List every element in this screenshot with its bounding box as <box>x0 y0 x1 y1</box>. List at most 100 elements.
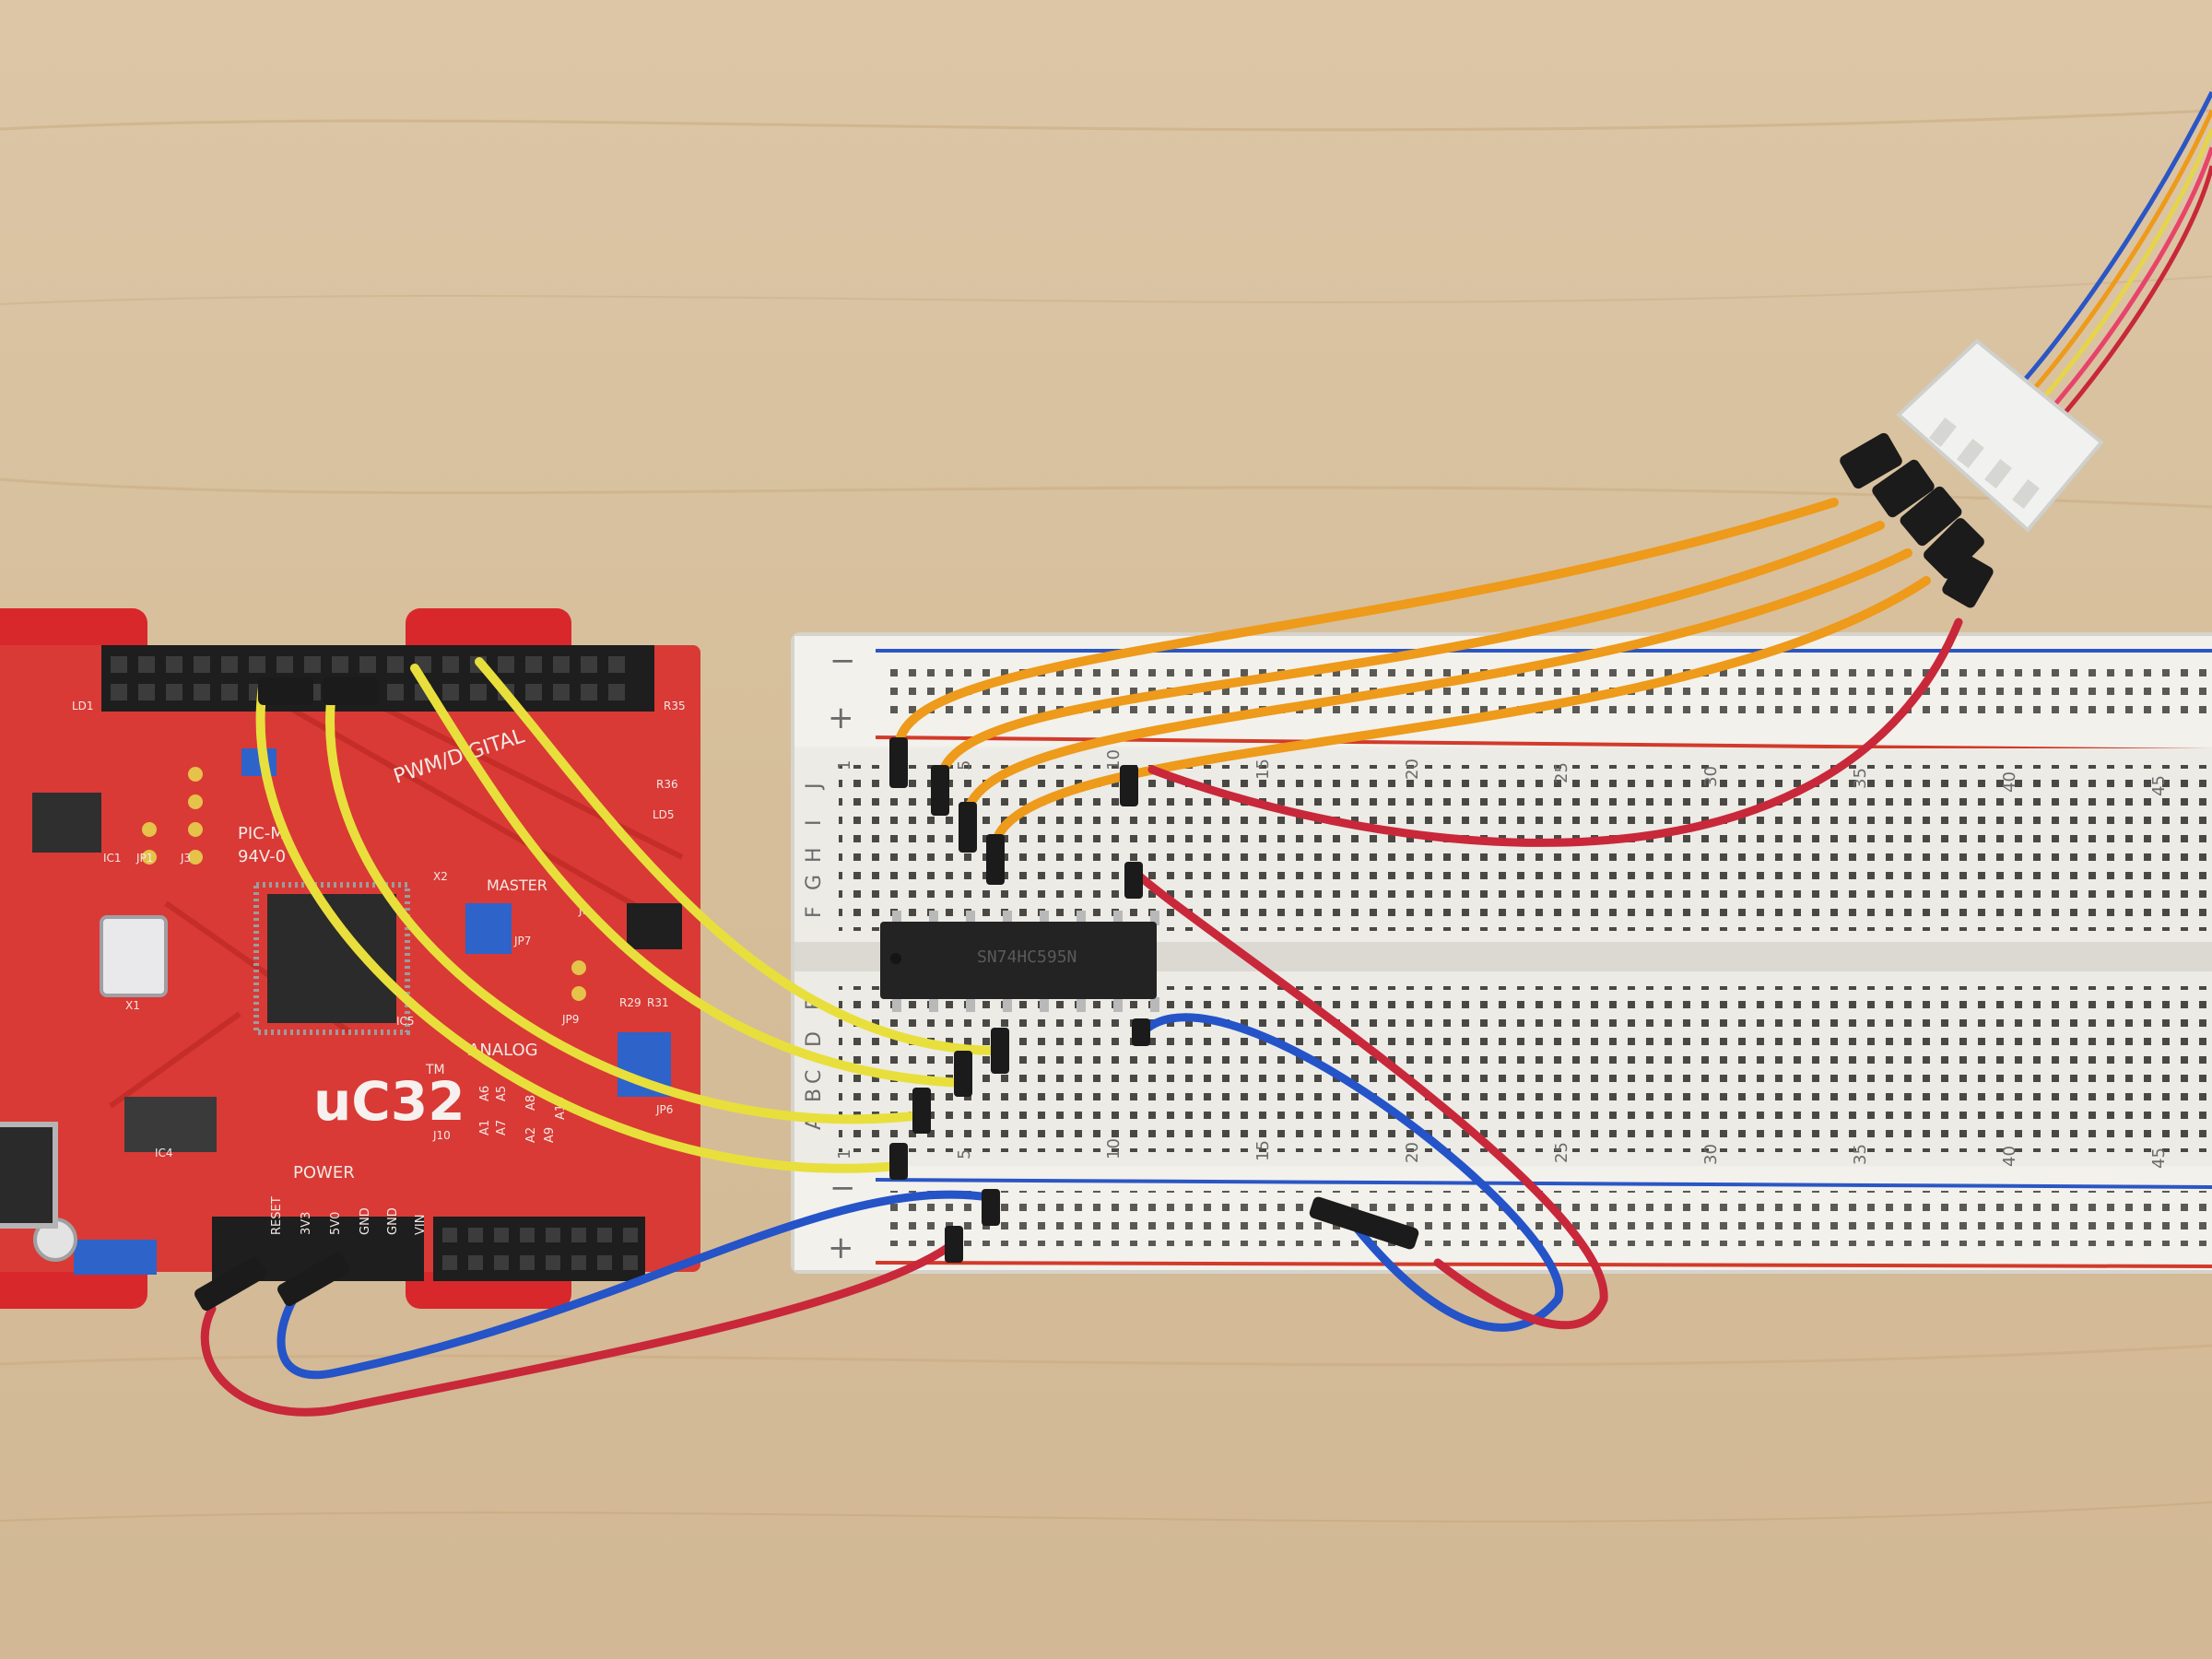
column-number: 20 <box>1403 1142 1422 1163</box>
wire-plug <box>986 834 1005 885</box>
column-number: 45 <box>2149 1147 2169 1169</box>
column-numbers-upper: 1 5 10 15 20 25 30 35 40 45 <box>835 749 2169 796</box>
wire-plug <box>1872 459 1935 518</box>
part-label: LD5 <box>653 808 675 821</box>
wire-plug <box>954 1051 972 1097</box>
column-number: 5 <box>955 760 974 771</box>
wire-plug <box>931 765 949 816</box>
analog-pin-label: A8 <box>524 1095 538 1111</box>
wire-plug <box>1309 1196 1419 1250</box>
part-label: R36 <box>656 778 678 791</box>
column-number: 35 <box>1851 768 1870 789</box>
column-number: 25 <box>1552 762 1571 783</box>
analog-pin-label: A2 <box>524 1127 538 1143</box>
analog-pin-label: A9 <box>543 1127 557 1143</box>
crystal <box>100 915 168 997</box>
wire-plug <box>277 1252 349 1307</box>
power-pin-label: RESET <box>270 1196 284 1235</box>
row-label: I <box>803 820 826 827</box>
bottom-rail-plus: + <box>828 1230 854 1266</box>
top-header <box>101 645 654 712</box>
part-label: JP9 <box>561 1013 579 1026</box>
regulator <box>124 1097 217 1152</box>
column-number: 15 <box>1253 759 1273 780</box>
column-number: 10 <box>1104 749 1124 771</box>
part-label: X1 <box>125 999 140 1012</box>
column-number: 35 <box>1851 1144 1870 1165</box>
power-pin-labels: RESET 3V3 5V0 GND GND VIN <box>270 1196 428 1235</box>
chip-marking: SN74HC595N <box>977 947 1077 967</box>
column-number: 30 <box>1701 766 1721 787</box>
analog-pin-label: A7 <box>495 1120 509 1135</box>
analog-pin-label: A1 <box>478 1120 492 1135</box>
column-number: 25 <box>1552 1142 1571 1163</box>
part-label: JP6 <box>655 1103 673 1116</box>
power-pin-label: GND <box>386 1207 400 1235</box>
wire-plug <box>1124 862 1143 899</box>
row-label: B <box>803 1088 826 1102</box>
power-pin-label: VIN <box>414 1215 428 1235</box>
part-label: JP1 <box>135 852 153 865</box>
orange-wires <box>894 498 1931 848</box>
power-pin-label: 3V3 <box>300 1212 313 1235</box>
wire-plug <box>945 1226 963 1263</box>
analog-pin-label: A5 <box>495 1086 509 1101</box>
column-number: 1 <box>835 1149 854 1159</box>
wire-plug <box>1900 486 1962 547</box>
part-label: J10 <box>432 1129 451 1142</box>
column-numbers-lower: 1 5 10 15 20 25 30 35 40 45 <box>835 1138 2169 1169</box>
usb-connector <box>0 1122 58 1229</box>
power-pin-label: 5V0 <box>329 1212 343 1235</box>
column-number: 30 <box>1701 1144 1721 1165</box>
part-label: LD1 <box>72 700 94 712</box>
wire-plug <box>1120 765 1138 806</box>
wire-plug <box>1132 1018 1150 1046</box>
wire-plug <box>194 1256 266 1312</box>
wire-plug <box>959 802 977 853</box>
shift-register-chip: SN74HC595N <box>880 911 1159 1012</box>
row-label: H <box>803 847 826 863</box>
wire-plug <box>1924 518 1984 579</box>
column-number: 10 <box>1104 1138 1124 1159</box>
breadboard: − + − + J I H G F E D C B A 1 <box>791 632 2212 1274</box>
blue-jumper-master <box>465 903 512 954</box>
wire-plug <box>1942 553 1994 608</box>
wire-plug <box>258 677 313 705</box>
label-pic-2: 94V-0 <box>238 847 286 866</box>
column-number: 45 <box>2149 775 2169 796</box>
part-label: R31 <box>647 996 669 1009</box>
uc32-board: uC32 TM PWM/DIGITAL MASTER ANALOG POWER … <box>0 608 700 1309</box>
bottom-rail-minus: − <box>830 1170 856 1206</box>
wire-plug <box>982 1189 1000 1226</box>
wire-plug <box>1840 432 1902 489</box>
part-label: R29 <box>619 996 641 1009</box>
part-label: J3 <box>180 852 191 865</box>
column-number: 15 <box>1253 1140 1273 1161</box>
wire-plug <box>991 1028 1009 1074</box>
wire-plug <box>889 737 908 788</box>
label-master: MASTER <box>487 877 547 894</box>
column-number: 5 <box>955 1149 974 1159</box>
power-pin-label: GND <box>359 1207 372 1235</box>
blue-wires <box>276 1013 1564 1380</box>
row-label: F <box>803 906 826 918</box>
red-wire-ribbon <box>1147 618 1963 847</box>
row-label: J <box>803 783 826 792</box>
black-jumper <box>627 903 682 949</box>
ribbon-cable <box>2017 90 2212 426</box>
analog-header <box>433 1217 645 1281</box>
column-number: 40 <box>2000 1146 2019 1167</box>
board-trademark: TM <box>425 1063 445 1077</box>
ribbon-connector <box>1896 338 2104 533</box>
row-label: D <box>803 1031 826 1047</box>
yellow-wires <box>255 657 1005 1173</box>
blue-jumper-bottom <box>74 1240 157 1275</box>
wire-plug <box>912 1088 931 1134</box>
column-number: 20 <box>1403 759 1422 780</box>
row-label: C <box>803 1070 826 1084</box>
top-rail-plus: + <box>828 700 854 736</box>
wire-plug <box>323 677 378 705</box>
part-label: IC4 <box>155 1147 173 1159</box>
part-label: R35 <box>664 700 686 712</box>
